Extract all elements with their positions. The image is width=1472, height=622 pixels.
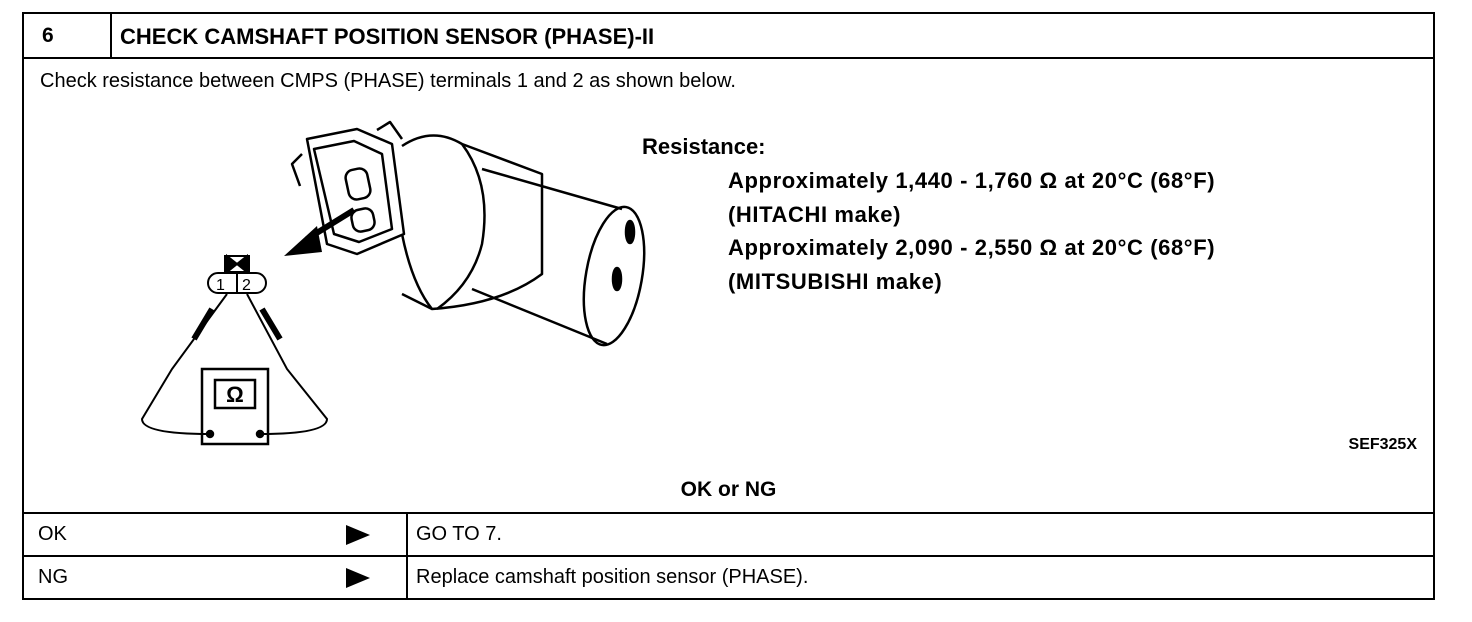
probe-leads	[140, 293, 329, 435]
instruction-text: Check resistance between CMPS (PHASE) te…	[40, 70, 736, 92]
decision-label-ok: OK	[38, 523, 67, 545]
decision-row-ng: NG Replace camshaft position sensor (PHA…	[24, 555, 1433, 598]
sensor-illustration: 1 2 Ω	[140, 120, 646, 446]
spec-line-mitsubishi-range: Approximately 2,090 - 2,550 Ω at 20°C (6…	[728, 235, 1216, 260]
terminal-connector-symbol	[207, 253, 267, 294]
arrow-icon	[284, 207, 356, 256]
right-arrow-icon	[346, 568, 370, 588]
spec-line-mitsubishi-make: (MITSUBISHI make)	[728, 269, 943, 294]
decision-action-ng: Replace camshaft position sensor (PHASE)…	[416, 566, 809, 588]
terminal-1-label: 1	[216, 277, 225, 294]
decision-label-ng: NG	[38, 566, 68, 588]
decision-question: OK or NG	[680, 478, 777, 501]
step-title: CHECK CAMSHAFT POSITION SENSOR (PHASE)-I…	[120, 24, 655, 49]
sensor-body	[400, 134, 646, 347]
step-number: 6	[24, 14, 112, 57]
decision-row-ok: OK GO TO 7.	[24, 512, 1433, 555]
spec-line-hitachi-range: Approximately 1,440 - 1,760 Ω at 20°C (6…	[728, 168, 1216, 193]
figure-code: SEF325X	[1348, 436, 1417, 453]
resistance-label: Resistance:	[642, 134, 766, 159]
decision-action-ok: GO TO 7.	[416, 523, 502, 545]
step-header: 6 CHECK CAMSHAFT POSITION SENSOR (PHASE)…	[24, 14, 1433, 59]
terminal-2-label: 2	[242, 277, 251, 294]
sensor-connector	[290, 120, 406, 256]
ohm-symbol: Ω	[226, 382, 244, 407]
spec-line-hitachi-make: (HITACHI make)	[728, 202, 902, 227]
right-arrow-icon	[346, 525, 370, 545]
column-divider	[406, 557, 408, 598]
ohmmeter-icon	[200, 367, 270, 446]
procedure-table: 6 CHECK CAMSHAFT POSITION SENSOR (PHASE)…	[22, 12, 1435, 600]
column-divider	[406, 514, 408, 555]
